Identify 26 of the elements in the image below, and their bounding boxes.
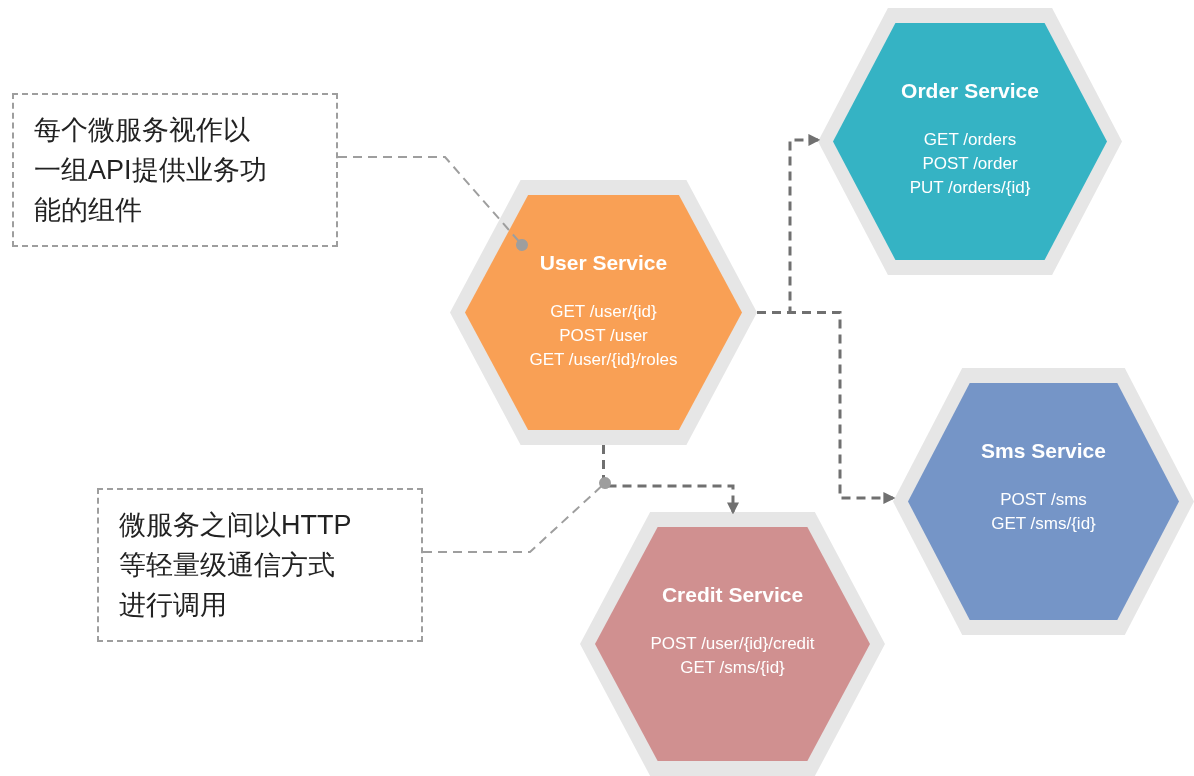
endpoint-text: GET /user/{id}/roles: [529, 349, 678, 371]
service-title: Order Service: [901, 78, 1039, 104]
service-title: Sms Service: [981, 438, 1106, 464]
service-hexagon: [818, 8, 1122, 275]
endpoint-text: GET /sms/{id}: [680, 657, 785, 679]
service-hexagon: [450, 180, 757, 445]
endpoint-text: GET /orders: [923, 129, 1017, 151]
callout-text: 每个微服务视作以一组API提供业务功能的组件: [34, 114, 268, 227]
endpoint-text: POST /sms: [1000, 489, 1087, 511]
arrow: [602, 445, 739, 515]
service-title: Credit Service: [661, 582, 804, 608]
service-hexagon: [893, 368, 1194, 635]
endpoint-text: POST /user/{id}/credit: [650, 633, 815, 655]
leader-line: [422, 477, 611, 554]
endpoint-text: POST /order: [922, 153, 1018, 175]
callout-text: 微服务之间以HTTP等轻量级通信方式进行调用: [119, 509, 353, 622]
arrow: [757, 311, 896, 504]
endpoint-text: POST /user: [559, 325, 648, 347]
service-title: User Service: [539, 250, 668, 276]
leader-line: [337, 156, 528, 251]
endpoint-text: GET /user/{id}: [550, 301, 657, 323]
endpoint-text: GET /sms/{id}: [991, 513, 1096, 535]
callout-box: [12, 93, 338, 247]
endpoint-text: PUT /orders/{id}: [909, 177, 1031, 199]
service-hexagon: [580, 512, 885, 776]
callout-box: [97, 488, 423, 642]
